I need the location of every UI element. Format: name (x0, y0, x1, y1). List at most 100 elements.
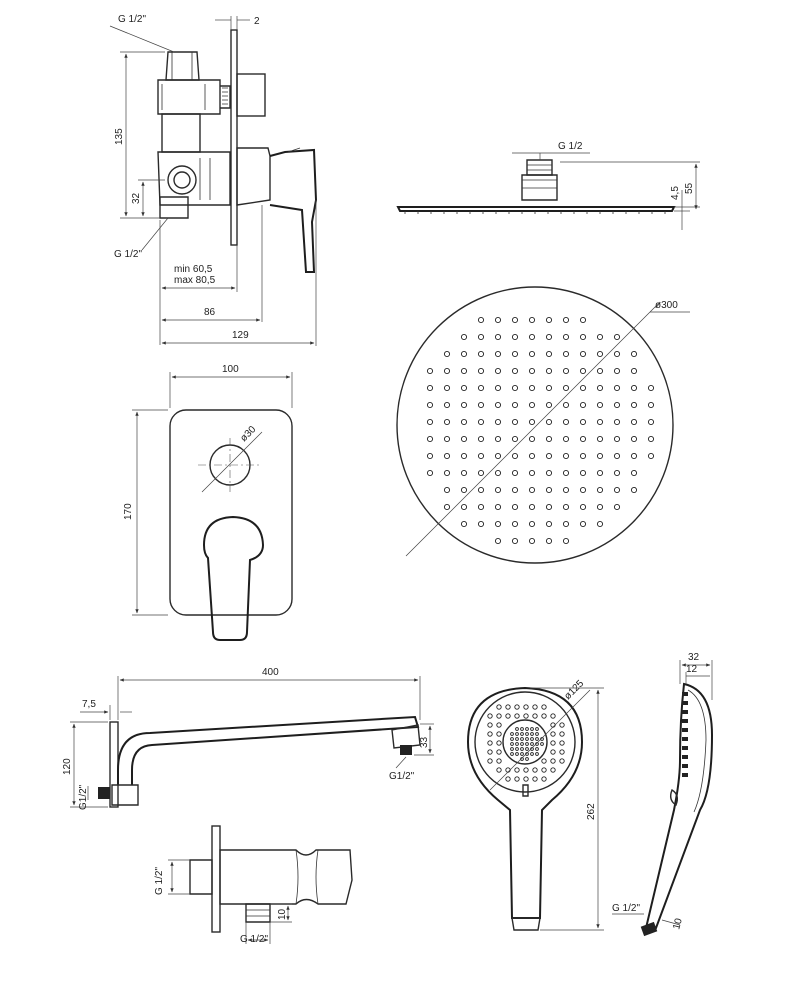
head-nozzle (596, 333, 604, 341)
head-nozzle (545, 435, 553, 443)
head-nozzle (511, 384, 519, 392)
hand-shower-nozzle (505, 713, 511, 719)
hand-shower-center-nozzle (530, 737, 534, 741)
hand-shower-nozzle (523, 767, 529, 773)
head-nozzle (528, 537, 536, 545)
dim-arm-height: 120 (62, 758, 73, 775)
head-nozzle (477, 333, 485, 341)
head-nozzle (579, 418, 587, 426)
head-nozzle (443, 469, 451, 477)
head-nozzle (613, 452, 621, 460)
hand-shower-nozzle (487, 740, 493, 746)
dim-depth-max: max 80,5 (174, 275, 216, 286)
head-nozzle (494, 503, 502, 511)
hand-shower-nozzle (541, 758, 547, 764)
hand-shower-nozzle (550, 740, 556, 746)
head-nozzle (545, 401, 553, 409)
head-nozzle (596, 469, 604, 477)
mixer-mid-body (161, 113, 201, 153)
arm-wall-thread (98, 787, 110, 799)
head-nozzle (562, 418, 570, 426)
head-nozzle (579, 350, 587, 358)
head-nozzle (426, 452, 434, 460)
head-nozzle (647, 452, 655, 460)
head-nozzle (528, 435, 536, 443)
head-nozzle (613, 401, 621, 409)
dim-hand-neck: 12 (686, 664, 698, 675)
head-nozzle (443, 452, 451, 460)
head-nozzle (596, 452, 604, 460)
head-nozzle (596, 418, 604, 426)
hand-shower-center-nozzle (510, 742, 514, 746)
hand-shower-center-nozzle (510, 737, 514, 741)
head-nozzle (477, 486, 485, 494)
mixer-bottom-outlet (159, 196, 189, 219)
head-nozzle (596, 435, 604, 443)
hand-shower-nozzle (496, 704, 502, 710)
arm-end-thread-label: G1/2" (389, 771, 415, 782)
dim-mixer-height-outlet: 32 (131, 192, 142, 204)
hand-shower-center-nozzle (535, 727, 539, 731)
head-nozzle (460, 401, 468, 409)
hand-shower-center-nozzle (530, 732, 534, 736)
head-nozzle (460, 350, 468, 358)
hand-shower-center-nozzle (535, 752, 539, 756)
hand-shower-side-nozzle (682, 737, 688, 741)
arm-wall-socket (111, 784, 139, 806)
head-nozzle (545, 367, 553, 375)
head-nozzle (511, 435, 519, 443)
hand-shower-nozzle (541, 713, 547, 719)
dim-head-height: 55 (684, 182, 695, 194)
mixer-lever-side (269, 148, 318, 273)
outlet-body (219, 849, 353, 905)
mixer-top-inlet (165, 51, 200, 81)
hand-shower-center-nozzle (520, 727, 524, 731)
head-nozzle (528, 469, 536, 477)
head-nozzle (494, 401, 502, 409)
head-nozzle (647, 435, 655, 443)
head-nozzle (562, 384, 570, 392)
head-thread-label: G 1/2 (558, 141, 583, 152)
mixer-thread-top-label: G 1/2" (118, 14, 146, 25)
head-nozzle (528, 384, 536, 392)
head-nozzle (460, 452, 468, 460)
hand-shower-side-button (669, 788, 679, 807)
hand-shower-nozzle (559, 749, 565, 755)
dim-arm-flange: 7,5 (82, 699, 96, 710)
dim-hand-thread-len: 10 (671, 917, 685, 931)
head-nozzle (545, 418, 553, 426)
head-nozzle (460, 486, 468, 494)
arm-wall-thread-label: G1/2" (78, 784, 89, 810)
dim-plate-thickness: 2 (254, 16, 260, 27)
head-nozzle (511, 452, 519, 460)
hand-shower-center-nozzle (540, 742, 544, 746)
head-nozzle (647, 418, 655, 426)
mixer-wall-plate (230, 29, 238, 246)
hand-shower-nozzle (541, 767, 547, 773)
head-nozzle (426, 367, 434, 375)
head-nozzle (477, 452, 485, 460)
head-nozzle (528, 401, 536, 409)
hand-shower-nozzle (559, 731, 565, 737)
head-nozzle (630, 469, 638, 477)
hand-shower-nozzle (523, 704, 529, 710)
hand-shower-center-nozzle (530, 727, 534, 731)
arm-end-thread (400, 745, 412, 755)
dim-arm-drop: 33 (419, 736, 430, 748)
hand-shower-center-nozzle (525, 737, 529, 741)
hand-shower-side-nozzles (682, 692, 688, 777)
hand-shower-center-nozzle (520, 747, 524, 751)
hand-shower-center-nozzle (535, 737, 539, 741)
head-nozzle (630, 401, 638, 409)
head-nozzle (426, 384, 434, 392)
head-nozzle (647, 401, 655, 409)
dim-depth-total: 129 (232, 330, 249, 341)
head-nozzle (494, 367, 502, 375)
head-nozzle (613, 333, 621, 341)
hand-shower-center-nozzle (530, 752, 534, 756)
hand-shower-nozzle (559, 740, 565, 746)
head-nozzle (562, 350, 570, 358)
hand-shower-mode-button (522, 784, 529, 797)
head-nozzle (528, 367, 536, 375)
hand-shower-nozzle (496, 722, 502, 728)
